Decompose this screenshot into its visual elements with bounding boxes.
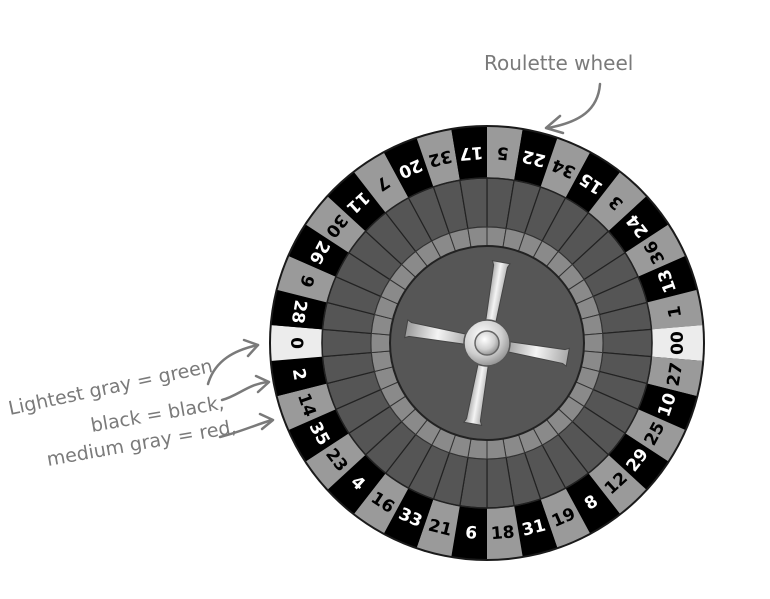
- checker-cell: [583, 332, 604, 354]
- pocket-14: [277, 383, 336, 430]
- pocket-18: [487, 505, 523, 559]
- pocket-number: 18: [490, 522, 515, 544]
- wheel-label-arrowhead: [544, 114, 565, 135]
- pocket-number: 00: [668, 331, 688, 355]
- pocket-32: [416, 129, 460, 187]
- pocket-number: 28: [287, 298, 311, 325]
- pocket-number: 6: [464, 523, 477, 544]
- arrow-black: [220, 380, 270, 402]
- pocket-36: [625, 224, 685, 277]
- pocket-2: [271, 356, 328, 397]
- pocket-10: [638, 383, 697, 430]
- arrow-green: [206, 343, 260, 386]
- pocket-number: 27: [664, 361, 688, 388]
- pocket-24: [608, 196, 668, 253]
- pocket-15: [565, 153, 620, 213]
- pocket-20: [384, 138, 434, 198]
- pocket-31: [514, 499, 558, 557]
- pocket-8: [565, 473, 620, 533]
- pocket-28: [271, 289, 328, 330]
- pocket-0: [271, 325, 323, 361]
- pocket-3: [588, 172, 646, 232]
- pocket-4: [328, 454, 386, 514]
- pocket-30: [306, 196, 366, 253]
- inner-pocket: [601, 328, 653, 358]
- inner-pocket: [321, 328, 373, 358]
- pocket-7: [354, 153, 409, 213]
- pocket-number: 0: [286, 337, 306, 349]
- pocket-00: [651, 325, 703, 361]
- pocket-number: 1: [665, 304, 687, 319]
- pocket-19: [540, 488, 590, 548]
- pocket-5: [487, 127, 523, 181]
- pocket-number: 5: [496, 142, 509, 163]
- pocket-27: [646, 356, 703, 397]
- pocket-35: [289, 409, 349, 462]
- pocket-22: [514, 129, 558, 187]
- turret-cap: [474, 330, 500, 356]
- checker-cell: [467, 226, 488, 248]
- pocket-29: [608, 433, 668, 490]
- pocket-17: [451, 127, 487, 181]
- wheel-label-arrow: [546, 82, 602, 130]
- pocket-6: [451, 505, 487, 559]
- arrowhead-green: [242, 338, 260, 358]
- pocket-25: [625, 409, 685, 462]
- wheel-label: Roulette wheel: [484, 51, 633, 75]
- pocket-12: [588, 454, 646, 514]
- pocket-number: 17: [459, 142, 484, 164]
- pocket-number: 2: [288, 367, 310, 382]
- pocket-23: [306, 433, 366, 490]
- arrow-red: [218, 418, 274, 439]
- checker-cell: [486, 438, 507, 460]
- pocket-34: [540, 138, 590, 198]
- color-legend: Lightest gray = green black = black, med…: [6, 338, 275, 471]
- pocket-33: [384, 488, 434, 548]
- arrowhead-red: [258, 412, 275, 431]
- pocket-26: [289, 224, 349, 277]
- pocket-21: [416, 499, 460, 557]
- pocket-9: [277, 256, 336, 303]
- pocket-1: [646, 289, 703, 330]
- pocket-16: [354, 473, 409, 533]
- turret-spokes: [404, 260, 570, 426]
- arrowhead-black: [254, 374, 271, 394]
- pocket-11: [328, 172, 386, 232]
- pocket-13: [638, 256, 697, 303]
- checker-cell: [370, 332, 391, 354]
